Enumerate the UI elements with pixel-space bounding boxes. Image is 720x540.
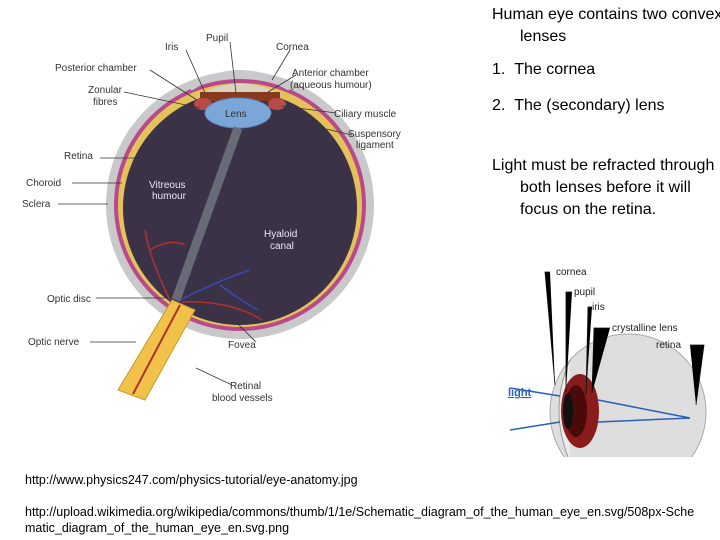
light-rays [509,387,691,431]
body-text: Light must be refracted through both len… [492,155,720,221]
anterior-chamber-label-2: (aqueous humour) [290,80,372,91]
list-item-1: 1. The cornea [492,61,596,78]
optic-disc-label: Optic disc [47,294,91,305]
eye-anatomy-diagram: Lens Pupil Iris [22,33,401,404]
suspensory-label-1: Suspensory [348,129,401,140]
list-item-2: 2. The (secondary) lens [492,97,665,114]
iris-label: Iris [165,42,178,53]
vitreous-label-1: Vitreous [149,180,186,191]
body: Light must be refracted through both len… [492,157,715,218]
light-label: light [508,387,532,399]
lens [204,97,272,129]
optic-nerve-label: Optic nerve [28,337,80,348]
retina-label: Retina [64,151,93,162]
optics-pupil-label: pupil [574,287,595,298]
ciliary-muscle-label: Ciliary muscle [334,109,397,120]
lens-label: Lens [225,109,247,120]
optics-crystalline-lens-label: crystalline lens [612,323,678,334]
zonular-fibres-label-1: Zonular [88,85,123,96]
cornea-label: Cornea [276,42,309,53]
optics-diagram: light cornea pupil iris crystalline lens… [508,267,707,457]
pupil-label: Pupil [206,33,228,44]
leader-lines [58,41,353,386]
source-url-1: http://www.physics247.com/physics-tutori… [25,473,358,487]
hyaloid-canal [171,126,243,302]
heading-text: Human eye contains two convex lenses [492,4,720,48]
hyaloid-label-1: Hyaloid [264,229,297,240]
vitreous-label-2: humour [152,191,187,202]
hyaloid-label-2: canal [270,241,294,252]
retinal-vessels-label-1: Retinal [230,381,261,392]
ciliary-right [268,98,286,110]
retinal-vessel-3 [181,301,263,321]
suspensory-label-2: ligament [356,140,394,151]
optics-pupil [563,393,573,429]
vitreous-humour [123,91,357,325]
list-item-2-text: The (secondary) lens [514,97,665,114]
choroid-label: Choroid [26,178,61,189]
optics-iris-label: iris [592,302,605,313]
retinal-vessel-2 [179,269,259,311]
heading: Human eye contains two convex lenses [492,6,720,45]
optics-cornea-label: cornea [556,267,587,278]
zonular-fibres-label-2: fibres [93,97,117,108]
posterior-chamber-label: Posterior chamber [55,63,137,74]
lens-list: 1. The cornea 2. The (secondary) lens [492,59,707,131]
optics-retina-label: retina [656,340,681,351]
iris-band [200,92,280,101]
retinal-vessel-1 [144,229,186,301]
source-url-2: http://upload.wikimedia.org/wikipedia/co… [25,505,695,535]
optic-nerve-vessel [132,304,181,395]
sclera-label: Sclera [22,199,51,210]
optics-leaders [544,271,705,406]
retinal-vessels-label-2: blood vessels [212,393,273,404]
anterior-chamber-label-1: Anterior chamber [292,68,369,79]
fovea-label: Fovea [228,340,256,351]
list-item-1-text: The cornea [514,61,596,78]
